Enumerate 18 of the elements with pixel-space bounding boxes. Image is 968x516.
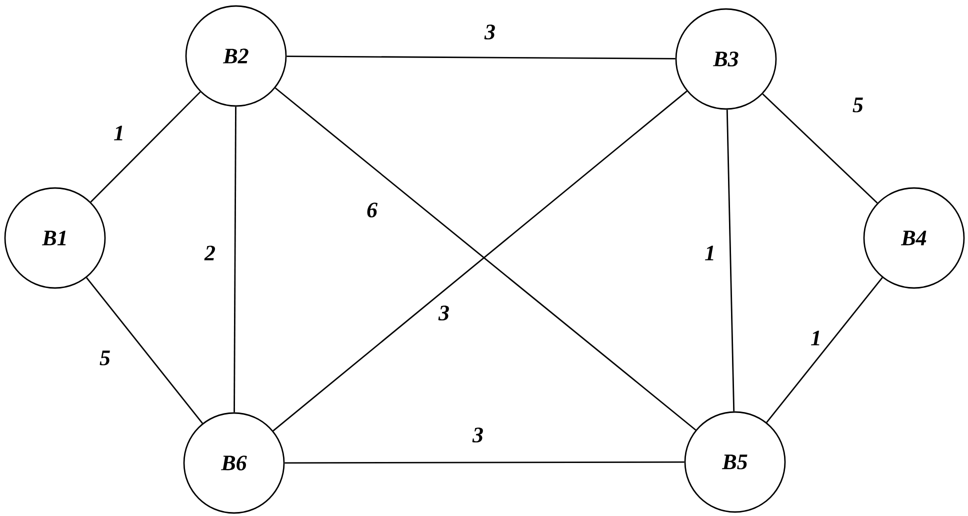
edge-label: 1 [810,330,822,346]
edge-line [86,277,203,424]
edge-line [766,277,883,423]
edge-label: 1 [112,124,126,142]
edge-label: 2 [204,244,217,262]
edge-label: 3 [438,304,450,322]
edge-line [284,461,684,464]
edge-line [762,93,878,204]
edge-line [286,56,676,60]
edge-line [234,106,236,412]
edge-label: 1 [704,244,716,262]
edge-label: 6 [366,202,378,218]
edge-label: 3 [472,426,484,444]
edge-label: 5 [852,96,864,114]
edge-label: 5 [98,350,112,366]
edge-line [90,91,201,203]
edge-label: 3 [484,24,496,40]
edge-line [726,110,735,412]
